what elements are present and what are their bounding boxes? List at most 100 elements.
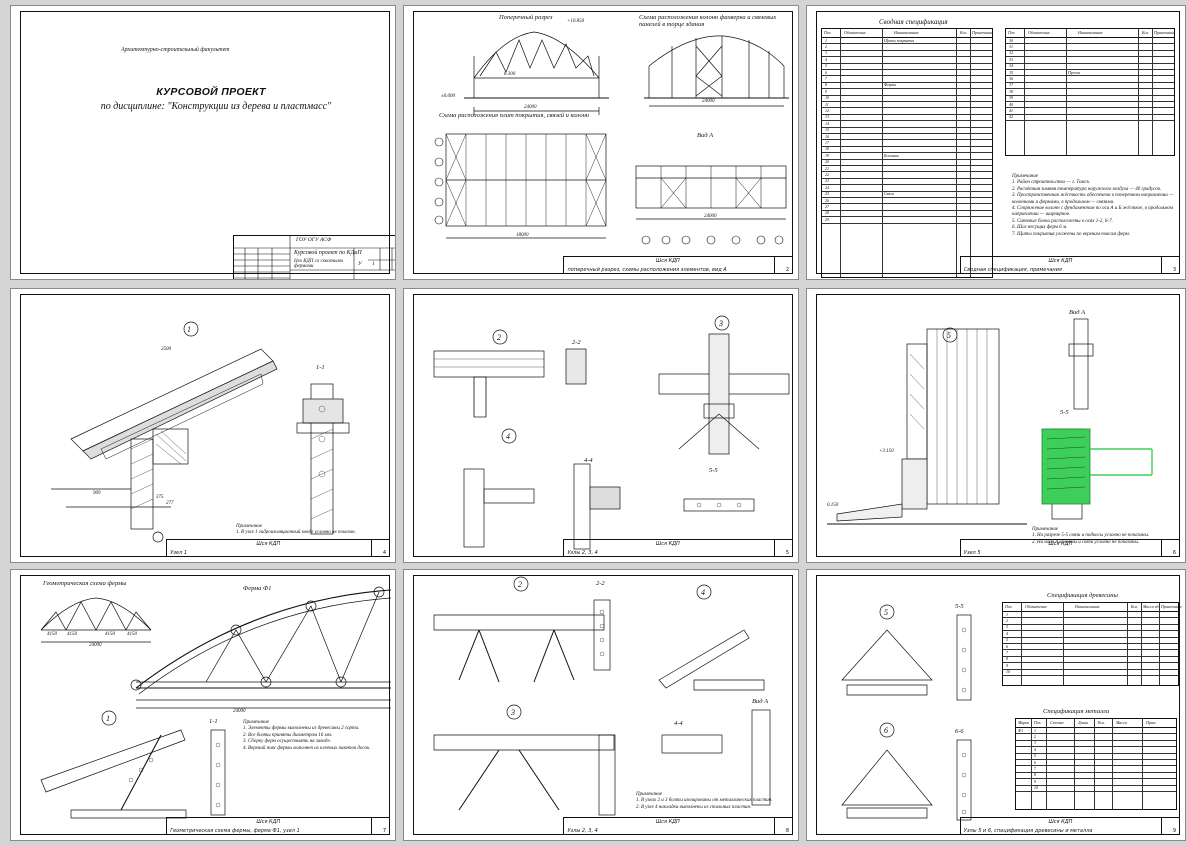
stamp-sub: Цех КДП со сквозными фермами (294, 259, 344, 269)
table-cell: 18 (825, 146, 829, 152)
table-cell: 31 (1009, 43, 1013, 49)
dim-label: 909 (93, 491, 101, 496)
table-row: 7 (1016, 765, 1176, 773)
table-row: 29 (822, 216, 992, 224)
table-cell: 37 (1009, 82, 1013, 88)
table-row: 27 (822, 203, 992, 211)
table-cell: 28 (825, 210, 829, 216)
metal-spec-title: Спецификация металла (1043, 708, 1110, 715)
arch-top-chord (473, 31, 600, 79)
table-row: 13 (822, 114, 992, 122)
geo-scheme-title: Геометрическая схема фермы (43, 580, 127, 587)
stamp: Шся КДП поперечный разрез, схемы располо… (563, 256, 793, 274)
node-number: 1 (187, 325, 191, 334)
spec-header: Поз. Обозначение Наименование Кол. Приме… (1006, 29, 1175, 38)
mark-label: +3.150 (879, 449, 894, 454)
table-cell: 9 (1006, 662, 1008, 668)
table-cell: 5 (825, 63, 827, 69)
stamp: Шся КДП Узел 5 6 (959, 539, 1180, 557)
plan-title: Схема расположения плит покрытия, связей… (439, 112, 590, 119)
table-row: 3 (1003, 624, 1178, 632)
table-cell: 15 (825, 127, 829, 133)
frame-span-dim: 24000 (702, 99, 715, 104)
spec-header-desig: Обозначение (844, 29, 866, 35)
table-cell: 7 (1006, 649, 1008, 655)
table-row: 31 (1006, 43, 1174, 51)
table-cell: 30 (1009, 37, 1013, 43)
spec-header: Поз. Обозначение Наименование Кол. Масса… (1003, 603, 1182, 612)
note-line: 2. Все болты приняты диаметром 16 мм. (243, 732, 333, 738)
table-row: 40 (1006, 101, 1174, 109)
table-row: 5 (822, 63, 992, 70)
spec-table-left: Поз. Обозначение Наименование Кол. Приме… (821, 28, 993, 278)
title-block: ГОУ ОГУ АСФ Курсовой проект по КДиП Цех … (233, 235, 395, 279)
stamp-sheet-number: 7 (382, 828, 386, 834)
table-cell: 7 (825, 75, 827, 81)
wood-spec-table: Поз. Обозначение Наименование Кол. Масса… (1002, 602, 1182, 686)
table-cell: 41 (1009, 107, 1013, 113)
note-line: 1. Элементы фермы выполнены из древесины… (243, 726, 360, 732)
table-cell: 10 (1034, 785, 1038, 791)
notes-title: Примечание (1032, 527, 1059, 532)
spec-header-cell: Сечение (1050, 719, 1064, 725)
table-cell: 10 (1006, 669, 1010, 675)
table-cell: 2 (1006, 617, 1008, 623)
mark-label: 0.150 (827, 503, 839, 508)
table-cell: Колонны (884, 152, 899, 158)
table-row: 26 (822, 197, 992, 205)
stamp-cipher: Шся КДП (655, 819, 680, 825)
notes-block: Примечание 1. В узлах 2 и 3 болты изолир… (636, 792, 786, 811)
table-row: 10 (1016, 785, 1176, 792)
wood-spec-title: Спецификация древесины (1047, 592, 1118, 599)
mark-top: +10.850 (567, 19, 585, 24)
node-number: 4 (701, 588, 705, 597)
table-cell: 22 (825, 171, 829, 177)
note-line: 3. Пространственная жёсткость обеспечена… (1012, 193, 1174, 205)
table-cell: 23 (825, 178, 829, 184)
table-row: 3 (1016, 740, 1176, 748)
table-row: 30 (1006, 37, 1174, 45)
table-row: 18 (822, 146, 992, 154)
table-row: 9 (1003, 662, 1178, 670)
table-cell: 9 (825, 88, 827, 94)
span-dim: 24000 (524, 105, 537, 110)
table-row: 36 (1006, 75, 1174, 83)
node-number: 2 (497, 333, 501, 342)
table-cell: 34 (1009, 63, 1013, 69)
stamp-sheet-number: 4 (382, 550, 386, 556)
table-cell: Щиты покрытия (884, 37, 915, 43)
sheet7-drawing (40, 586, 392, 819)
table-cell: 5 (1006, 637, 1008, 643)
dim-label: 375 (156, 495, 164, 500)
table-row: 9 (1016, 778, 1176, 786)
node-number: 3 (511, 708, 515, 717)
section-label: 5-5 (709, 467, 718, 474)
table-row: 11 (822, 101, 992, 109)
table-cell: 4 (825, 56, 827, 62)
view-a-title: Вид А (697, 132, 714, 139)
spec-header-qty: Кол. (1142, 29, 1150, 35)
table-cell: 42 (1009, 114, 1013, 120)
note-line: 4. Верхний пояс фермы выполнен из клеены… (243, 745, 371, 751)
table-cell: 9 (1034, 778, 1036, 784)
notes-block: Примечание 1. В узле 1 гидроизоляционный… (236, 524, 356, 537)
sheet-4: 1 1-1 2500 909 375 277 Примечание 1. В у… (10, 288, 396, 563)
truss-title: Ферма Ф1 (243, 585, 272, 592)
stamp-cipher: Шся КДП (256, 819, 281, 825)
table-cell: 13 (825, 114, 829, 120)
node-number: 4 (506, 432, 510, 441)
sheet-5: 2 3 4 2-2 4-4 5-5 Шся КДП Узлы 2, 3, 4 5 (403, 288, 799, 563)
node-number: 5 (947, 331, 951, 340)
stamp-cipher: Шся КДП (655, 541, 680, 547)
frame-title: Схема расположения колонн фахверка и свя… (639, 14, 777, 28)
plan-total-dim: 18000 (516, 233, 529, 238)
spec-header-cell: Поз. (1005, 603, 1013, 609)
dim-label: 2500 (161, 347, 171, 352)
table-row: 6 (1016, 759, 1176, 767)
table-cell: 1 (825, 37, 827, 43)
stamp-sheet-number: 5 (785, 550, 789, 556)
height-dim: 8.300 (504, 72, 516, 77)
table-cell: 39 (1009, 95, 1013, 101)
table-row: 1 (1003, 611, 1178, 619)
